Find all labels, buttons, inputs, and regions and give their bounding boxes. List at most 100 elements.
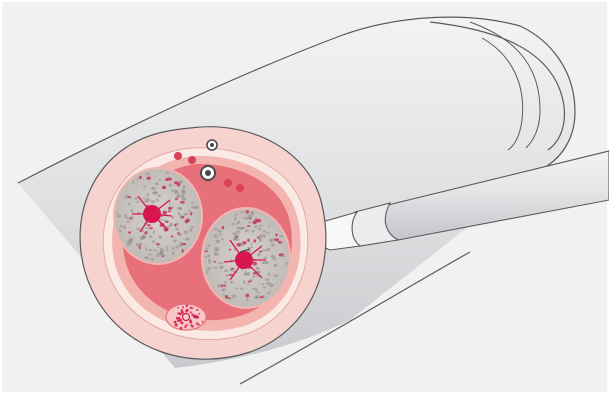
spongiosum-speck (177, 312, 179, 314)
sponge-speck (262, 283, 265, 285)
sponge-speck (136, 201, 140, 203)
sponge-speck (269, 240, 273, 242)
sponge-speck (174, 191, 179, 194)
sponge-speck (273, 257, 276, 260)
sponge-speck (140, 236, 144, 240)
sponge-speck (273, 274, 278, 276)
sponge-speck (263, 230, 267, 232)
sponge-speck (219, 265, 224, 269)
sinusoid-vessel (275, 234, 277, 237)
sponge-speck (158, 194, 161, 197)
sponge-speck (219, 233, 221, 235)
sponge-speck (162, 254, 166, 256)
sponge-speck (263, 287, 267, 289)
spongiosum-speck (176, 317, 179, 320)
sponge-speck (149, 235, 153, 238)
sinusoid-vessel (147, 177, 151, 180)
sinusoid-vessel (248, 281, 252, 283)
sinusoid-vessel (168, 210, 171, 212)
spongiosum-speck (181, 309, 184, 312)
sponge-speck (151, 200, 155, 203)
sponge-speck (119, 230, 122, 233)
sponge-speck (180, 215, 183, 219)
sponge-speck (117, 215, 121, 218)
spongiosum-speck (184, 325, 187, 328)
cross-section (80, 127, 326, 359)
sponge-speck (266, 232, 270, 234)
sponge-speck (146, 231, 149, 234)
sponge-speck (130, 216, 134, 220)
sponge-speck (248, 215, 253, 219)
spongiosum-speck (196, 316, 199, 319)
sponge-speck (176, 227, 179, 230)
sponge-speck (156, 198, 159, 201)
sponge-speck (185, 238, 190, 241)
sinusoid-vessel (220, 285, 223, 287)
sponge-speck (231, 223, 235, 225)
sponge-speck (257, 253, 261, 257)
sponge-speck (218, 284, 221, 288)
sponge-speck (235, 236, 238, 239)
sponge-speck (155, 250, 157, 252)
spongiosum-speck (182, 306, 184, 308)
sponge-speck (184, 231, 189, 235)
spongiosum-speck (198, 313, 200, 315)
sponge-speck (132, 181, 134, 184)
sponge-speck (145, 227, 148, 229)
sinusoid-vessel (247, 239, 250, 242)
sinusoid-vessel (149, 227, 153, 229)
sponge-speck (205, 256, 207, 258)
sponge-speck (148, 249, 152, 252)
sponge-speck (279, 235, 283, 237)
sponge-speck (191, 206, 196, 208)
sinusoid-vessel (166, 221, 169, 223)
sponge-speck (259, 227, 261, 231)
sinusoid-vessel (224, 285, 226, 287)
sponge-speck (153, 230, 155, 232)
sponge-speck (262, 249, 267, 251)
sponge-speck (275, 264, 277, 267)
sponge-speck (220, 262, 223, 264)
spongiosum-speck (189, 319, 192, 322)
sponge-speck (236, 230, 241, 233)
sinusoid-vessel (174, 181, 178, 184)
urethra (183, 314, 190, 321)
sponge-speck (256, 267, 260, 271)
sponge-speck (191, 202, 194, 204)
sponge-speck (144, 200, 149, 202)
sponge-speck (208, 254, 211, 258)
sponge-speck (252, 288, 256, 290)
spongiosum-speck (190, 311, 192, 313)
sponge-speck (245, 229, 249, 232)
spongiosum-speck (174, 321, 177, 324)
spongiosum-speck (202, 321, 204, 323)
sponge-speck (250, 243, 253, 245)
sponge-speck (136, 228, 141, 231)
corpus-spongiosum (166, 304, 206, 330)
sponge-speck (136, 243, 140, 246)
dorsal-artery-left-1 (174, 152, 182, 160)
sponge-speck (166, 246, 169, 248)
dorsal-artery-left-2 (188, 156, 196, 164)
sponge-speck (224, 269, 228, 272)
sponge-speck (160, 249, 165, 253)
sponge-speck (153, 249, 155, 251)
sponge-speck (206, 247, 208, 251)
sinusoid-vessel (168, 207, 172, 210)
sinusoid-vessel (222, 226, 225, 229)
sponge-speck (215, 228, 218, 231)
sponge-speck (286, 262, 288, 266)
sinusoid-vessel (231, 268, 234, 270)
sponge-speck (169, 223, 171, 226)
sinusoid-vessel (229, 249, 231, 251)
sponge-speck (261, 262, 266, 264)
spongiosum-speck (178, 320, 180, 322)
sponge-speck (148, 254, 152, 256)
sinusoid-vessel (246, 294, 249, 298)
sponge-speck (221, 288, 226, 291)
sponge-speck (240, 211, 244, 213)
sponge-speck (147, 193, 150, 197)
sponge-speck (264, 257, 267, 260)
sponge-speck (244, 273, 248, 276)
